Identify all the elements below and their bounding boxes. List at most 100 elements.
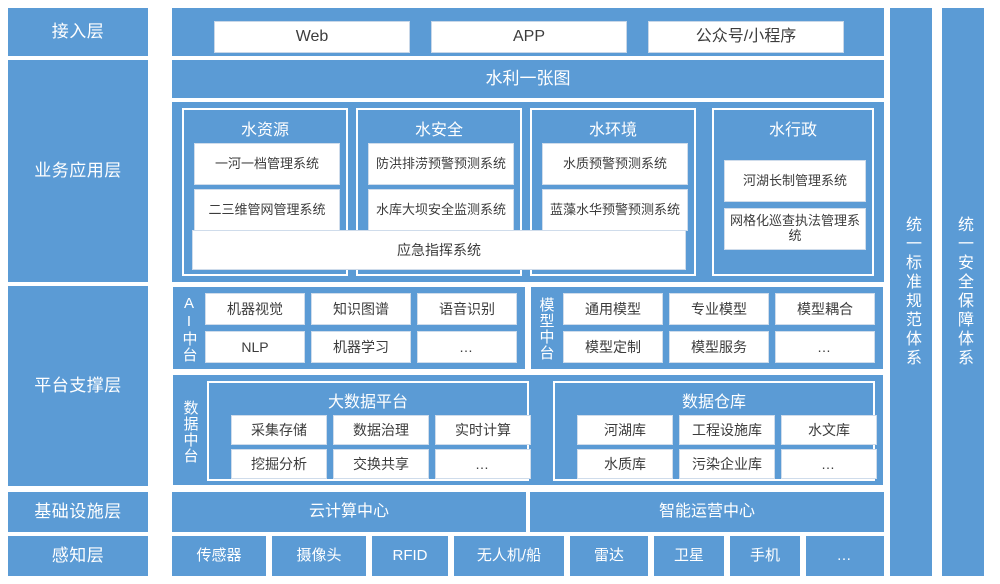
bigdata-item-realtime-compute-label: 实时计算 — [455, 422, 511, 438]
system-chip-river-file-management-label: 一河一档管理系统 — [214, 155, 319, 171]
model-item-general-model[interactable]: 通用模型 — [563, 293, 663, 325]
warehouse-item-river-lake-db[interactable]: 河湖库 — [577, 415, 673, 445]
warehouse-item-hydrology-db[interactable]: 水文库 — [781, 415, 877, 445]
ai-item-nlp-label: NLP — [241, 339, 269, 355]
system-chip-reservoir-dam-safety[interactable]: 水库大坝安全监测系统 — [368, 189, 514, 231]
perception-device-mobile-phone[interactable]: 手机 — [730, 536, 800, 576]
perception-device-sensor-label: 传感器 — [196, 547, 242, 565]
model-platform-group: 模型中台 通用模型 专业模型 模型耦合 模型定制 模型服务 … — [530, 286, 884, 370]
vertical-band-security: 统一安全保障体系 — [942, 8, 984, 576]
system-chip-cyanobacteria-bloom-warning[interactable]: 蓝藻水华预警预测系统 — [542, 189, 688, 231]
data-platform-group: 数据中台 大数据平台 采集存储 数据治理 实时计算 挖掘分析 交换共享 … — [172, 374, 884, 486]
system-chip-reservoir-dam-safety-label: 水库大坝安全监测系统 — [375, 201, 506, 217]
access-channel-web[interactable]: Web — [214, 21, 410, 53]
layer-label-perception-text: 感知层 — [51, 546, 105, 566]
perception-device-satellite[interactable]: 卫星 — [654, 536, 724, 576]
access-channel-official-account-label: 公众号/小程序 — [695, 27, 797, 45]
model-item-model-service[interactable]: 模型服务 — [669, 331, 769, 363]
business-domain-water-environment-title: 水环境 — [588, 122, 637, 139]
ai-item-machine-learning[interactable]: 机器学习 — [311, 331, 411, 363]
business-layer-panel: 水资源 一河一档管理系统 二三维管网管理系统 水安全 防洪排涝预警预测系统 水库… — [172, 102, 884, 282]
bigdata-item-mining-analysis[interactable]: 挖掘分析 — [231, 449, 327, 479]
perception-device-mobile-phone-label: 手机 — [749, 547, 780, 565]
system-chip-grid-inspection-enforcement-label: 网格化巡查执法管理系统 — [729, 213, 860, 243]
infra-center-cloud-computing[interactable]: 云计算中心 — [172, 492, 526, 532]
warehouse-item-polluting-enterprise-db[interactable]: 污染企业库 — [679, 449, 775, 479]
ai-item-speech-recognition-label: 语音识别 — [439, 301, 495, 317]
warehouse-item-engineering-facility-db[interactable]: 工程设施库 — [679, 415, 775, 445]
perception-device-drone-boat-label: 无人机/船 — [476, 547, 542, 565]
warehouse-item-polluting-enterprise-db-label: 污染企业库 — [692, 456, 762, 472]
system-chip-2d3d-pipe-network-label: 二三维管网管理系统 — [208, 201, 326, 217]
perception-device-more[interactable]: … — [806, 536, 884, 576]
layer-label-platform: 平台支撑层 — [8, 286, 148, 486]
system-chip-emergency-command[interactable]: 应急指挥系统 — [192, 230, 686, 270]
ai-item-machine-vision[interactable]: 机器视觉 — [205, 293, 305, 325]
warehouse-item-engineering-facility-db-label: 工程设施库 — [692, 422, 762, 438]
model-item-model-customization-label: 模型定制 — [585, 339, 641, 355]
business-domain-water-safety: 水安全 防洪排涝预警预测系统 水库大坝安全监测系统 — [356, 108, 522, 276]
business-domain-water-administration-title: 水行政 — [768, 122, 817, 139]
model-item-model-coupling-label: 模型耦合 — [797, 301, 853, 317]
layer-label-infrastructure-text: 基础设施层 — [34, 502, 122, 522]
system-chip-river-lake-chief-label: 河湖长制管理系统 — [742, 172, 847, 188]
data-platform-label: 数据中台 — [181, 400, 199, 464]
model-platform-label: 模型中台 — [537, 297, 555, 361]
bigdata-item-exchange-sharing[interactable]: 交换共享 — [333, 449, 429, 479]
business-domain-water-safety-title: 水安全 — [414, 122, 463, 139]
system-chip-water-quality-warning-label: 水质预警预测系统 — [562, 155, 667, 171]
big-data-platform-box: 大数据平台 采集存储 数据治理 实时计算 挖掘分析 交换共享 … — [207, 381, 531, 481]
warehouse-item-more-label: … — [821, 456, 837, 472]
ai-item-speech-recognition[interactable]: 语音识别 — [417, 293, 517, 325]
ai-item-more[interactable]: … — [417, 331, 517, 363]
data-warehouse-title: 数据仓库 — [681, 394, 746, 411]
bigdata-item-mining-analysis-label: 挖掘分析 — [251, 456, 307, 472]
layer-label-platform-text: 平台支撑层 — [34, 376, 122, 396]
model-item-model-customization[interactable]: 模型定制 — [563, 331, 663, 363]
system-chip-grid-inspection-enforcement[interactable]: 网格化巡查执法管理系统 — [724, 208, 866, 250]
perception-device-rfid-label: RFID — [392, 547, 428, 565]
one-map-bar[interactable]: 水利一张图 — [172, 60, 884, 98]
big-data-platform-title: 大数据平台 — [327, 394, 408, 411]
model-item-general-model-label: 通用模型 — [585, 301, 641, 317]
system-chip-water-quality-warning[interactable]: 水质预警预测系统 — [542, 143, 688, 185]
warehouse-item-more[interactable]: … — [781, 449, 877, 479]
system-chip-river-lake-chief[interactable]: 河湖长制管理系统 — [724, 160, 866, 202]
warehouse-item-river-lake-db-label: 河湖库 — [604, 422, 646, 438]
access-channel-official-account[interactable]: 公众号/小程序 — [648, 21, 844, 53]
layer-label-infrastructure: 基础设施层 — [8, 492, 148, 532]
system-chip-2d3d-pipe-network[interactable]: 二三维管网管理系统 — [194, 189, 340, 231]
infra-center-intelligent-operations-label: 智能运营中心 — [658, 502, 755, 520]
infra-center-intelligent-operations[interactable]: 智能运营中心 — [530, 492, 884, 532]
system-chip-emergency-command-label: 应急指挥系统 — [397, 242, 481, 258]
system-chip-flood-drainage-warning-label: 防洪排涝预警预测系统 — [375, 155, 506, 171]
perception-device-sensor[interactable]: 传感器 — [172, 536, 266, 576]
perception-device-camera[interactable]: 摄像头 — [272, 536, 366, 576]
bigdata-item-data-governance[interactable]: 数据治理 — [333, 415, 429, 445]
ai-item-nlp[interactable]: NLP — [205, 331, 305, 363]
system-chip-river-file-management[interactable]: 一河一档管理系统 — [194, 143, 340, 185]
model-item-model-coupling[interactable]: 模型耦合 — [775, 293, 875, 325]
bigdata-item-realtime-compute[interactable]: 实时计算 — [435, 415, 531, 445]
perception-device-radar[interactable]: 雷达 — [570, 536, 648, 576]
model-item-more[interactable]: … — [775, 331, 875, 363]
bigdata-item-more[interactable]: … — [435, 449, 531, 479]
bigdata-item-exchange-sharing-label: 交换共享 — [353, 456, 409, 472]
warehouse-item-water-quality-db[interactable]: 水质库 — [577, 449, 673, 479]
bigdata-item-collect-store-label: 采集存储 — [251, 422, 307, 438]
bigdata-item-data-governance-label: 数据治理 — [353, 422, 409, 438]
access-channel-app[interactable]: APP — [431, 21, 627, 53]
bigdata-item-collect-store[interactable]: 采集存储 — [231, 415, 327, 445]
model-item-more-label: … — [817, 339, 833, 355]
model-item-professional-model[interactable]: 专业模型 — [669, 293, 769, 325]
bigdata-item-more-label: … — [475, 456, 491, 472]
perception-device-drone-boat[interactable]: 无人机/船 — [454, 536, 564, 576]
layer-label-access: 接入层 — [8, 8, 148, 56]
layer-label-business: 业务应用层 — [8, 60, 148, 282]
system-chip-flood-drainage-warning[interactable]: 防洪排涝预警预测系统 — [368, 143, 514, 185]
ai-item-knowledge-graph[interactable]: 知识图谱 — [311, 293, 411, 325]
perception-device-rfid[interactable]: RFID — [372, 536, 448, 576]
access-layer-panel: Web APP 公众号/小程序 — [172, 8, 884, 56]
layer-label-perception: 感知层 — [8, 536, 148, 576]
